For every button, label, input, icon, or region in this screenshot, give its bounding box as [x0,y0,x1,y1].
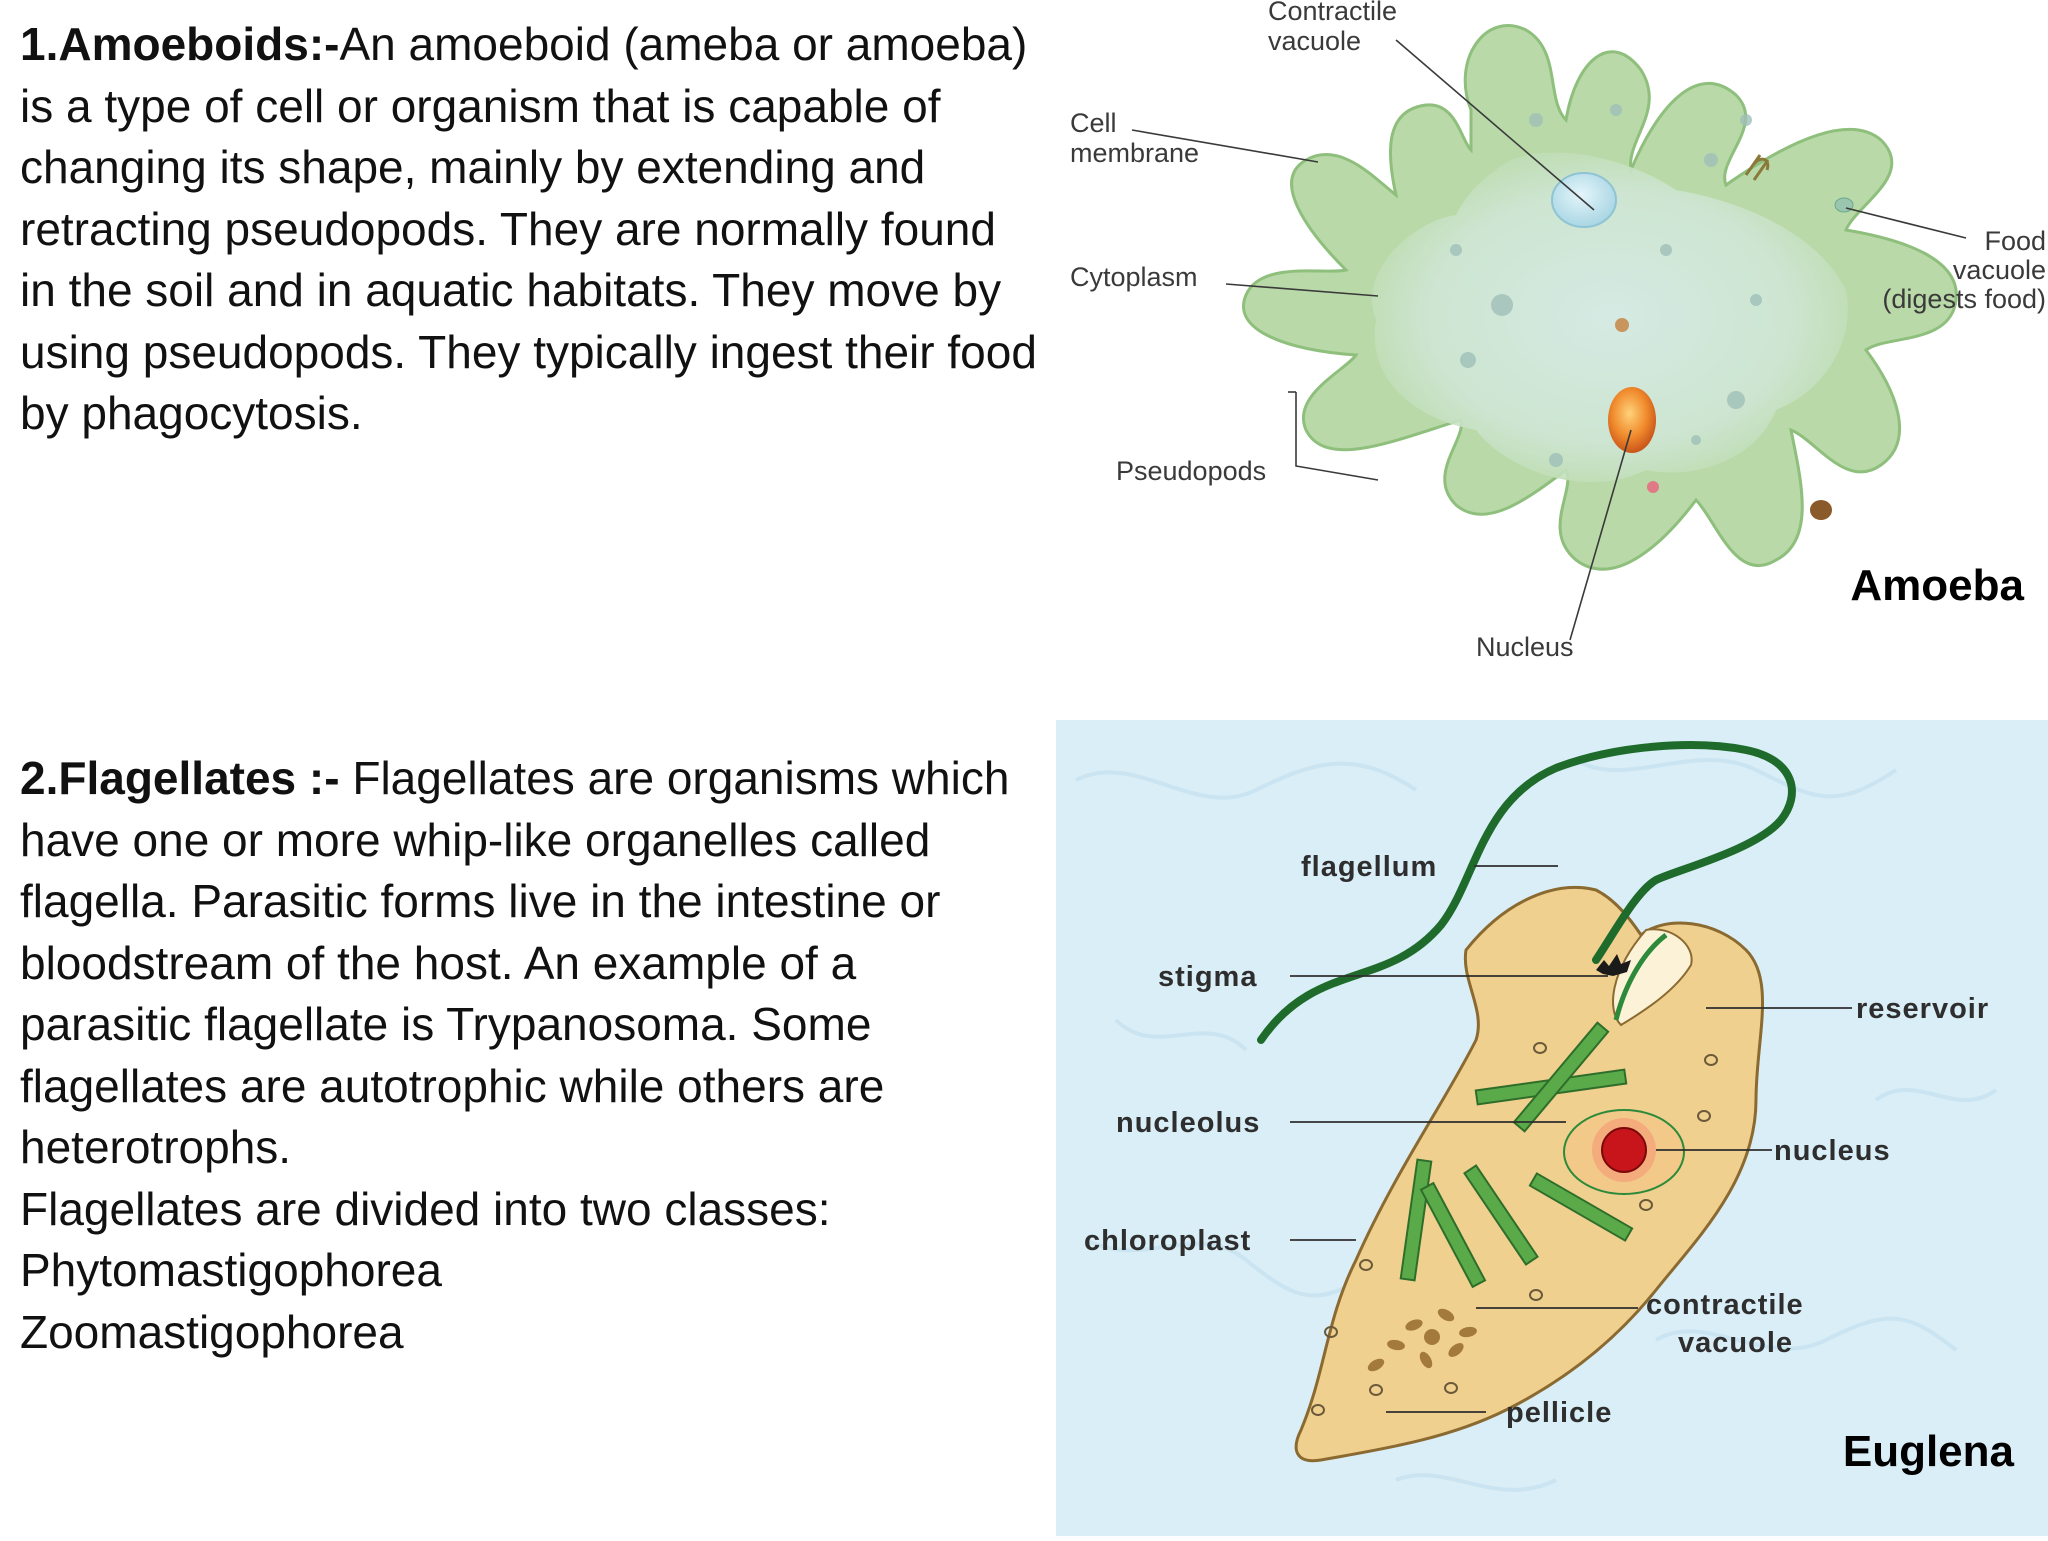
flagellates-body: Flagellates are organisms which have one… [20,752,1010,1173]
label-nucleolus: nucleolus [1116,1107,1260,1139]
label-reservoir: reservoir [1856,993,1989,1025]
amoeboids-section: 1.Amoeboids:-An amoeboid (ameba or amoeb… [20,14,1040,445]
vacuole [1750,294,1762,306]
euglena-nucleus [1601,1127,1647,1173]
flagellates-section: 2.Flagellates :- Flagellates are organis… [20,748,1040,1363]
euglena-title: Euglena [1843,1427,2015,1476]
reservoir [1612,928,1693,1027]
food-particle [1647,481,1659,493]
label-cell-membrane-2: membrane [1070,138,1199,168]
flagellates-classes-intro: Flagellates are divided into two classes… [20,1182,831,1235]
food-particle [1810,500,1832,520]
flagellates-class-1: Phytomastigophorea [20,1244,442,1296]
label-pseudopods: Pseudopods [1116,456,1266,486]
label-chloroplast: chloroplast [1084,1225,1251,1257]
prey-organism [1744,154,1770,181]
vacuole [1704,153,1718,167]
vacuole [1450,244,1462,256]
label-food-vacuole-3: (digests food) [1882,284,2046,314]
vacuole [1740,114,1752,126]
label-nucleus: Nucleus [1476,632,1574,662]
contractile-vacuole [1551,172,1617,228]
vacuole [1660,244,1672,256]
label-cell-membrane-1: Cell [1070,108,1117,138]
flagellates-paragraph: 2.Flagellates :- Flagellates are organis… [20,748,1040,1179]
flagellates-heading: 2.Flagellates :- [20,752,340,804]
label-contractile-vacuole-1: Contractile [1268,0,1397,26]
label-nucleus: nucleus [1774,1135,1891,1167]
vacuole [1460,352,1476,368]
flagellates-class-2: Zoomastigophorea [20,1305,404,1358]
contractile-vacuole-cluster [1367,1308,1477,1372]
chloroplasts [1399,1021,1634,1289]
amoeboids-paragraph: 1.Amoeboids:-An amoeboid (ameba or amoeb… [20,14,1040,445]
label-contractile-vacuole-1: contractile [1646,1289,1804,1321]
amoeba-svg: Contractile vacuole Cell membrane Cytopl… [1070,0,2046,662]
amoeboids-body: An amoeboid (ameba or amoeba) is a type … [20,18,1037,439]
vacuole [1491,294,1513,316]
vacuole [1727,391,1745,409]
euglena-diagram: flagellum stigma reservoir nucleolus nuc… [1056,720,2048,1536]
amoeba-diagram: Contractile vacuole Cell membrane Cytopl… [1056,0,2048,690]
stigma [1596,954,1631,976]
euglena-svg: flagellum stigma reservoir nucleolus nuc… [1056,720,2048,1536]
chloroplast [1528,1172,1634,1242]
label-contractile-vacuole-2: vacuole [1268,26,1361,56]
vacuole [1529,113,1543,127]
amoeboids-heading: 1.Amoeboids:- [20,18,340,70]
amoeba-leader-lines [1131,39,1967,641]
vacuole [1691,435,1701,445]
vacuole [1615,318,1629,332]
label-contractile-vacuole-2: vacuole [1678,1327,1793,1359]
food-vacuole [1834,197,1854,213]
label-flagellum: flagellum [1301,851,1437,883]
label-food-vacuole-2: vacuole [1953,255,2046,285]
flagellum [1257,741,1796,1044]
vacuole [1610,104,1622,116]
label-pellicle: pellicle [1506,1397,1612,1429]
label-food-vacuole-1: Food [1984,226,2046,256]
pellicle-dots [1311,1042,1718,1416]
chloroplast [1419,1181,1487,1289]
label-cytoplasm: Cytoplasm [1070,262,1198,292]
chloroplast [1512,1021,1610,1133]
amoeba-title: Amoeba [1850,561,2024,610]
euglena-leader-lines [1290,865,1852,1413]
amoeba-nucleus [1608,387,1656,453]
label-stigma: stigma [1158,961,1257,993]
background-texture [1075,758,1998,1492]
chloroplast [1463,1164,1539,1266]
vacuole [1549,453,1563,467]
reservoir-stroke [1613,933,1668,1021]
